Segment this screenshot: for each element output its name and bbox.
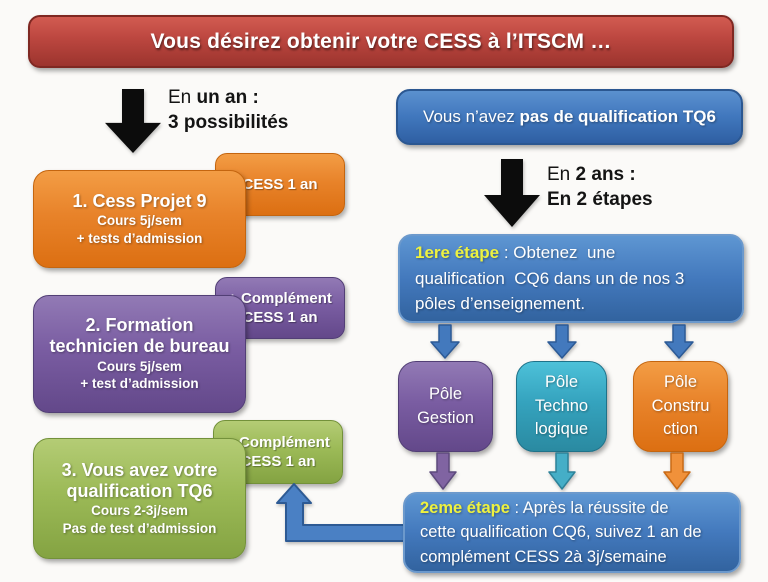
- no-tq6-banner-text: Vous n’avez pas de qualification TQ6: [423, 107, 716, 126]
- left-duration-line2: 3 possibilités: [168, 111, 289, 133]
- pole-construction-box: Pôle Constru ction: [633, 361, 728, 452]
- left-duration-label: En un an : 3 possibilités: [168, 86, 288, 135]
- blue-down-arrow-icon: [664, 324, 694, 359]
- right-duration-line1: En 2 ans :: [547, 164, 636, 185]
- pole-construction-line1: Pôle: [663, 372, 698, 391]
- pole-technologique-line3: logique: [534, 420, 589, 439]
- option-3-title: 3. Vous avez votre: [61, 459, 218, 480]
- pole-gestion-line2: Gestion: [417, 408, 474, 427]
- pole-technologique-line1: Pôle: [544, 372, 579, 391]
- purple-down-arrow-icon: [429, 452, 457, 490]
- pole-gestion-box: Pôle Gestion: [398, 361, 493, 452]
- no-tq6-banner: Vous n’avez pas de qualification TQ6: [396, 89, 743, 145]
- option-2-tab-line1: + Complément: [228, 289, 332, 307]
- step2-label: 2eme étape: [420, 498, 510, 517]
- pole-gestion-line1: Pôle: [428, 384, 463, 403]
- black-down-arrow-right-icon: [484, 159, 540, 227]
- left-duration-line1: En un an :: [168, 87, 259, 108]
- option-3-detail1: Cours 2-3j/sem: [91, 503, 188, 519]
- blue-down-arrow-icon: [430, 324, 460, 359]
- step2-line2: cette qualification CQ6, suivez 1 an de: [420, 523, 702, 542]
- title-banner: Vous désirez obtenir votre CESS à l’ITSC…: [28, 15, 734, 68]
- option-2-tab-line2: CESS 1 an: [242, 309, 318, 326]
- step1-line2: qualification CQ6 dans un de nos 3: [415, 268, 685, 288]
- pole-technologique-line2: Techno: [534, 396, 589, 415]
- option-1-tab-line1: CESS 1 an: [242, 175, 318, 193]
- orange-down-arrow-icon: [663, 452, 691, 490]
- option-1-box: 1. Cess Projet 9 Cours 5j/sem + tests d’…: [33, 170, 246, 268]
- option-1-detail1: Cours 5j/sem: [97, 213, 182, 229]
- teal-down-arrow-icon: [548, 452, 576, 490]
- step1-line3: pôles d’enseignement.: [415, 294, 586, 314]
- step1-line1: 1ere étape : Obtenez une: [415, 243, 616, 263]
- option-3-box: 3. Vous avez votre qualification TQ6 Cou…: [33, 438, 246, 559]
- step1-box: 1ere étape : Obtenez une qualification C…: [398, 234, 744, 323]
- option-2-detail1: Cours 5j/sem: [97, 358, 182, 374]
- step2-line1: 2eme étape : Après la réussite de: [420, 498, 669, 517]
- page-title: Vous désirez obtenir votre CESS à l’ITSC…: [150, 29, 612, 53]
- option-3-title2: qualification TQ6: [66, 480, 213, 501]
- pole-construction-line2: Constru: [651, 396, 710, 415]
- option-3-tab-line1: + Complément: [226, 433, 330, 451]
- black-down-arrow-left-icon: [105, 88, 161, 154]
- right-duration-label: En 2 ans : En 2 étapes: [547, 163, 653, 212]
- blue-down-arrow-icon: [547, 324, 577, 359]
- option-1-detail2: + tests d’admission: [76, 230, 203, 246]
- pole-construction-line3: ction: [663, 420, 698, 439]
- right-duration-line2: En 2 étapes: [547, 188, 653, 210]
- option-3-tab-line2: CESS 1 an: [240, 453, 316, 470]
- step2-box: 2eme étape : Après la réussite de cette …: [403, 492, 741, 573]
- option-2-title: 2. Formation: [85, 315, 194, 336]
- pole-technologique-box: Pôle Techno logique: [516, 361, 607, 452]
- option-2-title2: technicien de bureau: [49, 336, 230, 357]
- option-1-title: 1. Cess Projet 9: [72, 190, 207, 211]
- elbow-arrow-icon: [276, 483, 406, 542]
- step2-line3: complément CESS 2à 3j/semaine: [420, 547, 667, 566]
- option-3-detail2: Pas de test d’admission: [62, 520, 217, 536]
- step1-label: 1ere étape: [415, 243, 500, 263]
- option-2-detail2: + test d’admission: [80, 376, 199, 392]
- option-2-box: 2. Formation technicien de bureau Cours …: [33, 295, 246, 413]
